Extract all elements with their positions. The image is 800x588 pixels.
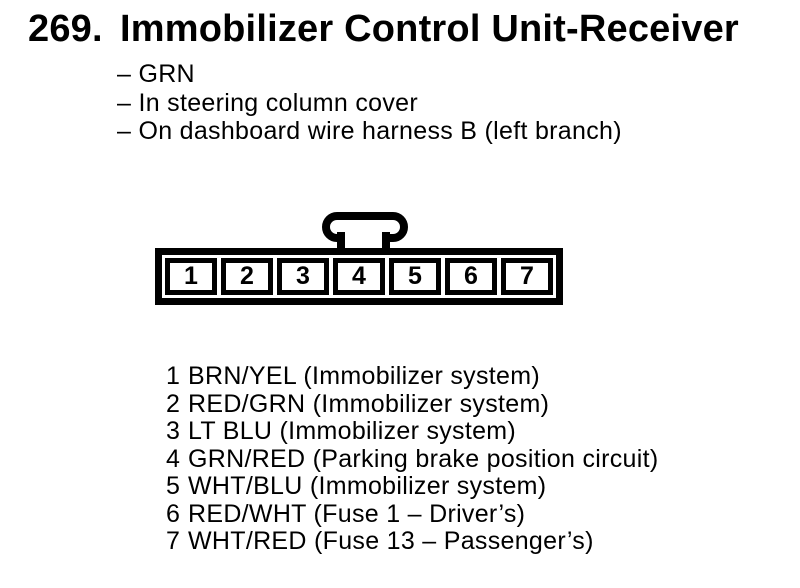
pin-description: BRN/YEL (Immobilizer system) [188,362,540,390]
page-title: Immobilizer Control Unit-Receiver [120,8,739,50]
pin-number: 7 [166,527,181,555]
pin-number: 5 [166,472,181,500]
pin-row: 7 WHT/RED (Fuse 13 – Passenger’s) [166,527,658,556]
pin-row: 4 GRN/RED (Parking brake position circui… [166,444,659,474]
pin-row: 1 BRN/YEL (Immobilizer system) [166,362,658,391]
pin-cell-3: 3 [277,258,329,295]
detail-harness: – On dashboard wire harness B (left bran… [117,117,622,145]
pin-cell-1: 1 [165,258,217,295]
pin-description: GRN/RED (Parking brake position circuit) [188,444,659,473]
pin-cell-2: 2 [221,258,273,295]
pin-row: 3 LT BLU (Immobilizer system) [166,417,658,446]
pin-number: 1 [166,362,181,390]
pin-description: WHT/RED (Fuse 13 – Passenger’s) [188,527,594,555]
pin-description: WHT/BLU (Immobilizer system) [188,472,547,500]
pin-description: LT BLU (Immobilizer system) [188,417,517,445]
pin-number: 6 [166,499,181,528]
detail-wire-color: – GRN [117,60,195,88]
pin-description: RED/GRN (Immobilizer system) [188,389,550,418]
location-details: – GRN – In steering column cover – On da… [117,60,622,146]
pin-cell-7: 7 [501,258,553,295]
pin-cell-4: 4 [333,258,385,295]
pin-row: 5 WHT/BLU (Immobilizer system) [166,472,658,501]
connector-body: 1 2 3 4 5 6 7 [155,248,563,305]
pin-description: RED/WHT (Fuse 1 – Driver’s) [188,499,526,528]
pin-number: 3 [166,417,181,445]
page-heading: 269. Immobilizer Control Unit-Receiver [28,10,739,48]
pin-number: 2 [166,389,181,418]
pin-list: 1 BRN/YEL (Immobilizer system) 2 RED/GRN… [166,362,659,556]
item-number: 269. [28,8,103,50]
pin-number: 4 [166,444,181,473]
pin-cell-5: 5 [389,258,441,295]
pin-cell-6: 6 [445,258,497,295]
pin-row: 2 RED/GRN (Immobilizer system) [166,389,658,419]
detail-location: – In steering column cover [117,88,419,117]
pin-row: 6 RED/WHT (Fuse 1 – Driver’s) [166,499,658,529]
